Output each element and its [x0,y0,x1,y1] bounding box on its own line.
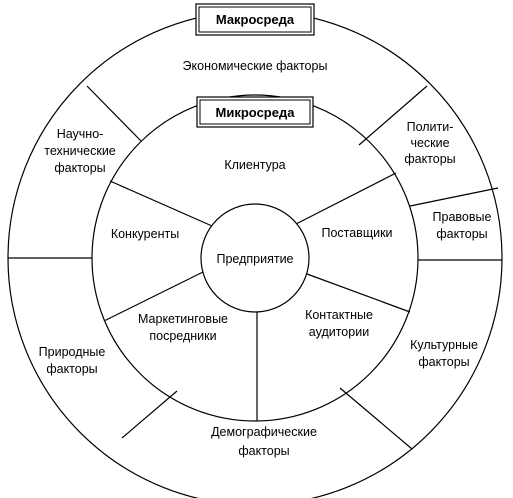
svg-text:Полити-: Полити- [407,120,454,134]
natural-factors-label: Природные факторы [39,345,106,376]
contact-audiences-label: Контактные аудитории [305,308,373,339]
divider-audiences-suppliers [306,273,411,313]
svg-text:факторы: факторы [238,444,289,458]
divider-competitors-intermediaries [103,271,204,322]
macro-title-box: Макросреда [195,3,315,36]
divider-economic-political [358,85,428,146]
suppliers-label: Поставщики [321,226,392,240]
divider-demographic-natural [121,390,178,439]
competitors-label: Конкуренты [111,227,179,241]
marketing-intermediaries-label: Маркетинговые посредники [138,312,228,343]
micro-title: Микросреда [216,105,296,120]
demographic-factors-label: Демографические факторы [211,425,317,458]
legal-factors-label: Правовые факторы [433,210,492,241]
micro-title-box: Микросреда [196,96,314,128]
macro-title: Макросреда [216,12,295,27]
svg-text:факторы: факторы [404,152,455,166]
divider-clients-suppliers [295,172,397,225]
svg-text:факторы: факторы [46,362,97,376]
divider-economic-scitech [86,85,142,142]
svg-text:технические: технические [44,144,116,158]
divider-cultural-demographic [339,387,413,450]
svg-text:Маркетинговые: Маркетинговые [138,312,228,326]
svg-text:ческие: ческие [410,136,449,150]
divider-political-legal [409,187,499,207]
svg-text:факторы: факторы [418,355,469,369]
center-label: Предприятие [216,252,293,266]
svg-text:Контактные: Контактные [305,308,373,322]
economic-factors-label: Экономические факторы [183,59,328,73]
svg-text:Демографические: Демографические [211,425,317,439]
svg-text:Культурные: Культурные [410,338,478,352]
micro-dividers [103,172,411,421]
svg-text:Природные: Природные [39,345,106,359]
scitech-factors-label: Научно- технические факторы [44,127,116,175]
clients-label: Клиентура [224,158,285,172]
svg-text:факторы: факторы [436,227,487,241]
svg-text:Научно-: Научно- [57,127,104,141]
svg-text:факторы: факторы [54,161,105,175]
cultural-factors-label: Культурные факторы [410,338,478,369]
macro-dividers [8,85,502,450]
svg-text:Правовые: Правовые [433,210,492,224]
divider-clients-competitors [109,180,213,227]
svg-text:посредники: посредники [149,329,216,343]
political-factors-label: Полити- ческие факторы [404,120,455,166]
svg-text:аудитории: аудитории [309,325,369,339]
enterprise-circle [200,203,310,313]
